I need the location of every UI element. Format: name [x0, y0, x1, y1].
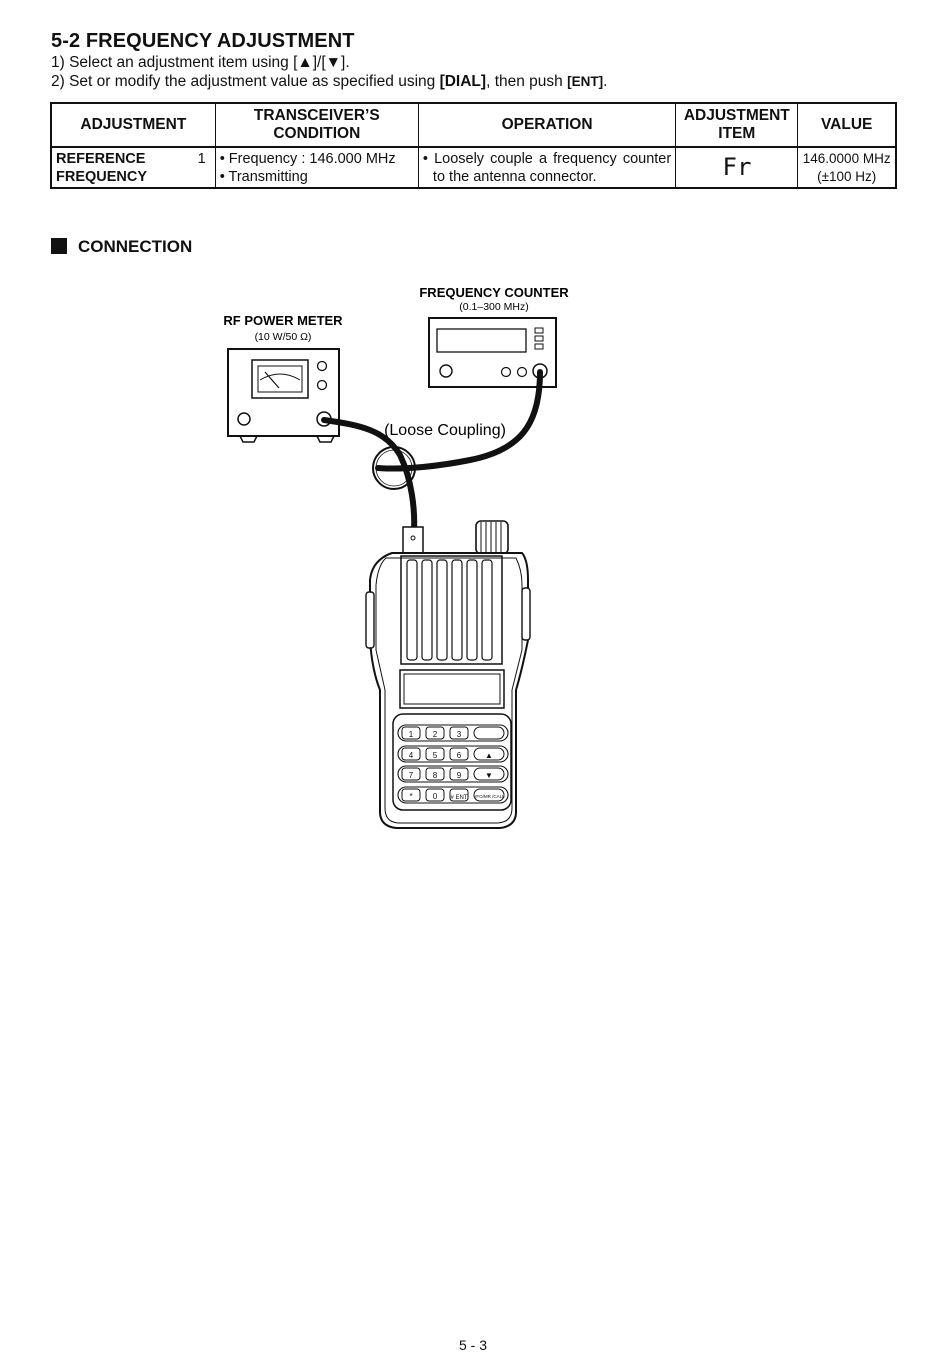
key-7: 7: [409, 771, 414, 780]
adjustment-number: 1: [187, 146, 216, 189]
key-vfo-mr-call: VFO/MR /CALL: [473, 794, 505, 799]
adjustment-value: 146.0000 MHz(±100 Hz): [797, 146, 897, 189]
instruction-step-2: 2) Set or modify the adjustment value as…: [51, 73, 608, 90]
key-up: ▲: [485, 751, 493, 760]
key-1: 1: [409, 730, 414, 739]
rf-power-meter: [227, 348, 340, 443]
instruction-step-1: 1) Select an adjustment item using [▲]/[…: [51, 54, 350, 71]
rf-cable: [321, 417, 418, 533]
key-8: 8: [433, 771, 438, 780]
key-2: 2: [433, 730, 438, 739]
header-operation: OPERATION: [417, 102, 677, 148]
adjustment-item-display: Fr: [675, 146, 799, 189]
connection-heading: CONNECTION: [51, 237, 192, 257]
down-arrow-icon: ▼: [325, 54, 342, 71]
rf-power-meter-label: RF POWER METER: [223, 313, 343, 328]
transceiver: 1 2 3 4 5 6 ▲ 7 8 9 ▼ * 0 # ENT VFO/MR /…: [365, 520, 531, 829]
up-arrow-icon: ▲: [297, 54, 313, 71]
square-bullet-icon: [51, 238, 67, 254]
header-value: VALUE: [797, 102, 897, 148]
key-9: 9: [457, 771, 462, 780]
key-6: 6: [457, 751, 462, 760]
key-0: 0: [433, 792, 438, 801]
key-3: 3: [457, 730, 462, 739]
section-title: 5-2 FREQUENCY ADJUSTMENT: [51, 30, 355, 52]
coupling-loop: [372, 446, 416, 490]
key-down: ▼: [485, 771, 493, 780]
loose-coupling-note: (Loose Coupling): [384, 422, 506, 439]
segment-display-text: Fr: [722, 153, 751, 180]
key-hash-ent: # ENT: [450, 795, 467, 801]
rf-power-meter-spec: (10 W/50 Ω): [255, 331, 312, 343]
key-5: 5: [433, 751, 438, 760]
frequency-counter-label: FREQUENCY COUNTER: [419, 285, 569, 300]
ent-key: [ENT]: [567, 74, 604, 89]
key-4: 4: [409, 751, 414, 760]
dial-key: [DIAL]: [439, 73, 487, 90]
frequency-counter: [428, 317, 557, 388]
key-star: *: [409, 792, 412, 801]
frequency-counter-spec: (0.1–300 MHz): [459, 301, 528, 313]
counter-cable: [375, 369, 543, 472]
segment-display-icon: Fr: [722, 153, 751, 181]
page-number: 5 - 3: [458, 1337, 487, 1353]
transceiver-condition: • Frequency : 146.000 MHz• Transmitting: [214, 146, 419, 189]
